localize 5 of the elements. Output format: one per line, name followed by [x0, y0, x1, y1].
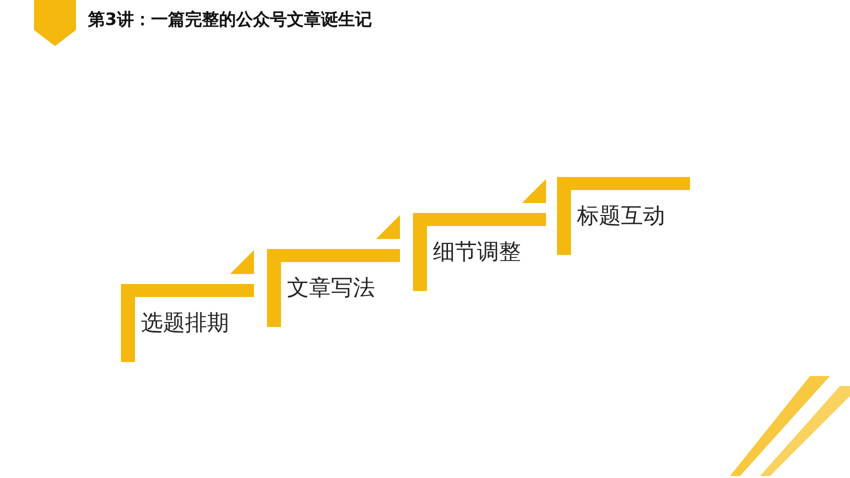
step-label: 文章写法	[287, 275, 375, 303]
step-label: 选题排期	[141, 310, 229, 338]
slide-title: 第3讲：一篇完整的公众号文章诞生记	[88, 9, 372, 32]
step-label: 细节调整	[433, 239, 521, 267]
step-label: 标题互动	[577, 203, 665, 231]
